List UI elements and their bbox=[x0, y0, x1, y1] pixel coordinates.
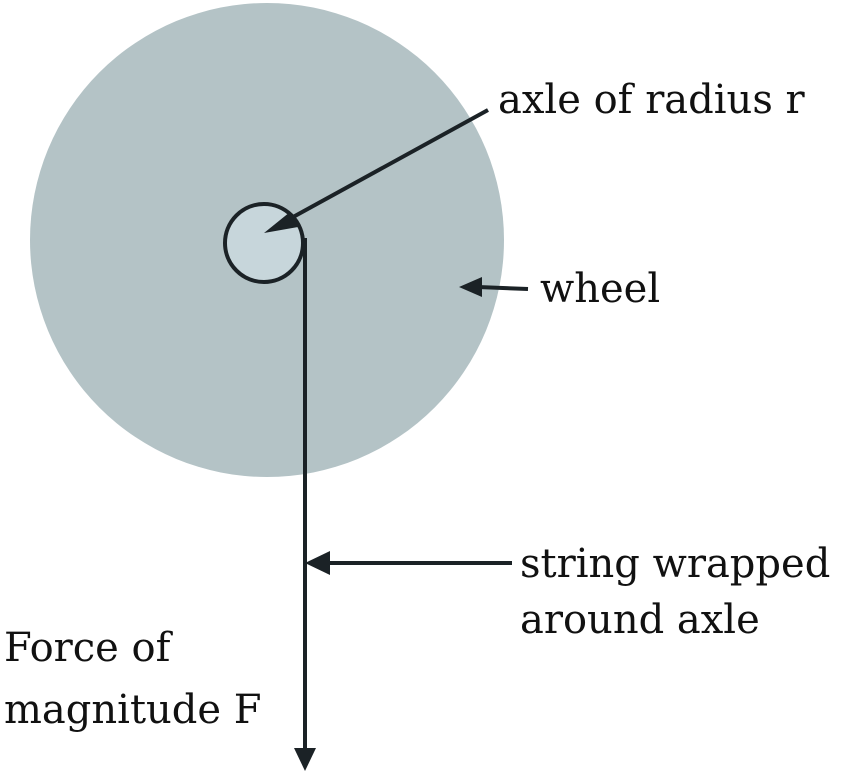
force-label-line2: magnitude F bbox=[4, 687, 262, 733]
wheel-pointer-line bbox=[477, 285, 529, 291]
string-label-line1: string wrapped bbox=[520, 541, 830, 587]
wheel-label: wheel bbox=[540, 266, 660, 312]
axle-label: axle of radius r bbox=[498, 77, 806, 123]
axle-pointer-line bbox=[283, 108, 489, 224]
axle-pointer-arrowhead bbox=[264, 212, 298, 233]
force-arrowhead bbox=[294, 748, 316, 771]
string-pointer-arrowhead bbox=[305, 551, 330, 575]
wheel-pointer-arrowhead bbox=[459, 277, 482, 297]
string-label-line2: around axle bbox=[520, 597, 760, 643]
force-label-line1: Force of bbox=[4, 625, 174, 671]
